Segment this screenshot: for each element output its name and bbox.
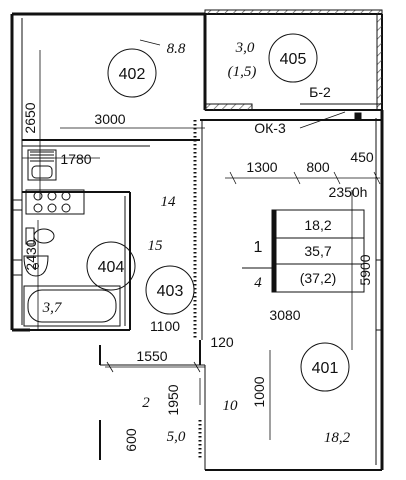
- dim-3080: 3080: [269, 307, 300, 323]
- room-circles: [86, 33, 350, 392]
- room-15-label: 15: [148, 238, 164, 254]
- dim-2350h: 2350h: [329, 184, 368, 200]
- living-area: 18,2: [304, 217, 331, 233]
- room-402-number: 402: [119, 66, 146, 83]
- dim-1950: 1950: [165, 384, 181, 415]
- summary-table: [242, 209, 365, 293]
- dim-2650: 2650: [22, 102, 38, 133]
- total-area: 35,7: [304, 243, 331, 259]
- room-401-area: 18,2: [324, 430, 351, 446]
- dim-2430: 2430: [23, 239, 39, 270]
- dim-600: 600: [123, 428, 139, 452]
- window-marks: [12, 199, 382, 331]
- dim-3000: 3000: [94, 111, 125, 127]
- room-10-label: 10: [223, 398, 239, 414]
- dim-1780: 1780: [60, 151, 91, 167]
- fixtures: [23, 149, 121, 327]
- dim-1000: 1000: [251, 376, 267, 407]
- room-401-number: 401: [312, 360, 339, 377]
- toilet-icon: [25, 227, 55, 245]
- dim-800: 800: [306, 159, 330, 175]
- washbasin-icon: [23, 255, 49, 277]
- dimension-lines: [22, 39, 381, 440]
- dim-120: 120: [210, 334, 234, 350]
- dim-450: 450: [350, 149, 374, 165]
- dim-1550: 1550: [136, 348, 167, 364]
- window-label: ОК-3: [254, 120, 286, 136]
- room-404-area: 3,7: [42, 300, 63, 316]
- kitchen-sink-icon: [27, 149, 57, 181]
- balcony-label: Б-2: [309, 84, 331, 100]
- rooms-count: 4: [254, 275, 262, 291]
- total-with-balcony: (37,2): [300, 270, 337, 286]
- room-403-number: 403: [157, 283, 184, 300]
- room-405-area-reduced: (1,5): [228, 64, 257, 80]
- walls: [10, 9, 384, 471]
- stove-icon: [25, 189, 85, 215]
- room-14-label: 14: [161, 194, 177, 210]
- room-404-number: 404: [98, 259, 125, 276]
- bathtub-icon: [23, 285, 121, 327]
- room-405-area: 3,0: [235, 40, 255, 56]
- apartment-number: 1: [254, 239, 263, 256]
- dim-5900: 5900: [357, 254, 373, 285]
- room-402-area: 8.8: [167, 41, 186, 57]
- room-2-area: 5,0: [167, 429, 186, 445]
- room-405-number: 405: [280, 51, 307, 68]
- dim-1300: 1300: [246, 159, 277, 175]
- room-2-label: 2: [142, 395, 150, 411]
- dim-1100: 1100: [150, 318, 180, 334]
